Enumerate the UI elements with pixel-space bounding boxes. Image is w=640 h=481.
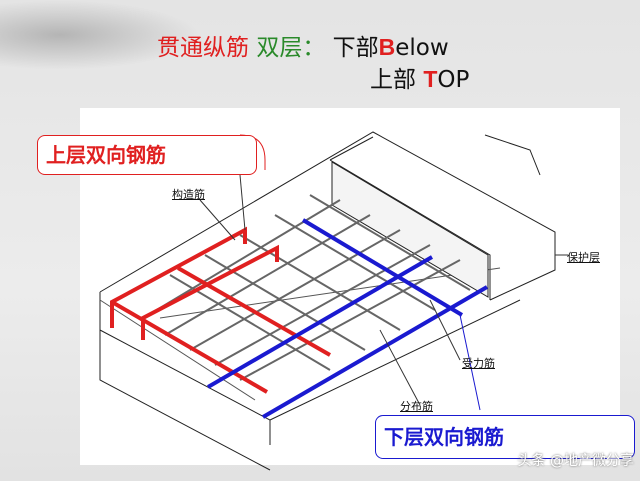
slide-title-line1: 贯通纵筋 双层： 下部Below — [157, 33, 449, 62]
title-top-prefix: 上部 — [370, 67, 424, 93]
title-top-initial: T — [423, 66, 438, 92]
lower-rebar-label: 下层双向钢筋 — [375, 415, 635, 459]
title-part2: 双层： — [256, 35, 326, 61]
title-top-rest: OP — [437, 67, 470, 93]
watermark: 头条 @地产微分享 — [517, 453, 634, 469]
title-below-prefix: 下部 — [332, 35, 379, 61]
upper-rebar-red — [110, 226, 331, 394]
title-below-rest: elow — [395, 35, 449, 61]
distribution-bar-label: 分布筋 — [400, 400, 433, 413]
title-below-initial: B — [378, 34, 396, 60]
slide-title-line2: 上部 TOP — [370, 65, 469, 94]
title-part1: 贯通纵筋 — [157, 35, 249, 61]
upper-rebar-label: 上层双向钢筋 — [37, 135, 257, 175]
leader-lines — [199, 174, 568, 406]
construction-bar-label: 构造筋 — [172, 188, 205, 201]
mountain-decoration — [0, 0, 200, 70]
main-bar-label: 受力筋 — [462, 357, 495, 370]
slab-outline — [99, 131, 556, 471]
concrete-end-block — [331, 161, 489, 298]
cover-label: 保护层 — [567, 251, 600, 264]
lower-rebar-blue — [206, 218, 489, 419]
